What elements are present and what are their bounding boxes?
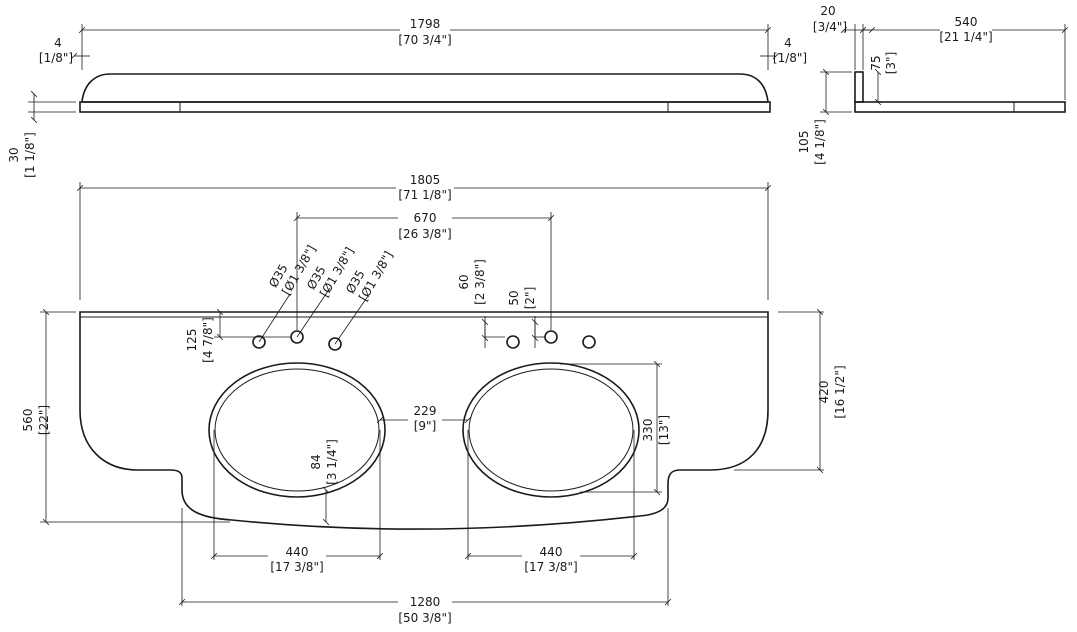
dim-hole-setback-mm: 125 <box>185 329 199 352</box>
dim-front-width-mm: 1280 <box>410 595 441 609</box>
dim-faucet-spacing-in: [26 3/8"] <box>398 227 451 241</box>
dim-left-end: 4 [1/8"] <box>39 36 90 65</box>
dim-total-width-mm: 1805 <box>410 173 441 187</box>
dim-depth-mm: 540 <box>955 15 978 29</box>
dim-hole-setback-in: [4 7/8"] <box>201 317 215 363</box>
faucet-hole <box>506 335 520 349</box>
dim-bowl-front-mm: 84 <box>309 454 323 469</box>
dim-hole-offset-b: 50 [2"] <box>507 287 539 342</box>
faucet-holes <box>252 330 596 351</box>
dim-total-width-in: [71 1/8"] <box>398 188 451 202</box>
dim-hole-diameters: Ø35 [Ø1 3/8"] Ø35 [Ø1 3/8"] Ø35 [Ø1 3/8"… <box>258 243 396 345</box>
dim-right-bowl-width-in: [17 3/8"] <box>524 560 577 574</box>
dim-bowl-height-mm: 330 <box>641 419 655 442</box>
dim-overall-length-in: [70 3/4"] <box>398 33 451 47</box>
dim-depth: 540 [21 1/4"] <box>859 15 1069 46</box>
dim-thickness: 30 [1 1/8"] <box>7 90 38 178</box>
dim-left-bowl-width-mm: 440 <box>286 545 309 559</box>
dim-faucet-spacing: 670 [26 3/8"] <box>293 210 555 242</box>
dim-total-width: 1805 [71 1/8"] <box>76 172 772 202</box>
dim-left-end-mm: 4 <box>54 36 62 50</box>
faucet-hole <box>544 330 558 344</box>
dim-thickness-mm: 30 <box>7 147 21 162</box>
dim-right-end: 4 [1/8"] <box>760 36 807 65</box>
dim-hole-offset-b-mm: 50 <box>507 290 521 305</box>
dim-thickness-in: [1 1/8"] <box>23 132 37 178</box>
dim-side-height-in: [4 1/8"] <box>813 119 827 165</box>
dim-bowl-gap-mm: 229 <box>414 404 437 418</box>
dim-bowl-front-in: [3 1/4"] <box>325 439 339 485</box>
dim-side-height: 105 [4 1/8"] <box>797 68 830 165</box>
dim-side-depth-mm: 420 <box>817 381 831 404</box>
dim-bowl-gap-in: [9"] <box>414 419 437 433</box>
dim-side-height-mm: 105 <box>797 131 811 154</box>
dim-left-bowl-width-in: [17 3/8"] <box>270 560 323 574</box>
dim-hole-offset-a-in: [2 3/8"] <box>473 259 487 305</box>
dim-splash-height-mm: 75 <box>869 55 883 70</box>
dim-overall-depth-mm: 560 <box>21 409 35 432</box>
plan-view-outline <box>79 311 769 530</box>
dim-bowl-height: 330 [13"] <box>641 360 671 496</box>
dim-right-bowl-width-mm: 440 <box>540 545 563 559</box>
dim-front-width-in: [50 3/8"] <box>398 611 451 625</box>
dim-side-depth: 420 [16 1/2"] <box>816 308 847 474</box>
dim-right-bowl-width: 440 [17 3/8"] <box>464 543 638 574</box>
dim-splash-thickness-mm: 20 <box>820 4 835 18</box>
dim-splash-height: 75 [3"] <box>869 52 898 106</box>
dim-hole-offset-b-in: [2"] <box>523 287 537 310</box>
dim-hole-offset-a: 60 [2 3/8"] <box>457 259 489 342</box>
dim-right-end-mm: 4 <box>784 36 792 50</box>
dim-splash-height-in: [3"] <box>884 52 898 75</box>
front-elevation <box>28 24 771 113</box>
faucet-hole <box>328 337 342 351</box>
plan-extension-lines <box>40 182 824 606</box>
dim-depth-in: [21 1/4"] <box>939 30 992 44</box>
faucet-hole <box>290 330 304 344</box>
left-basin <box>208 362 386 498</box>
dim-bowl-height-in: [13"] <box>657 415 671 445</box>
dim-overall-length: 1798 [70 3/4"] <box>78 17 772 50</box>
dim-bowl-front: 84 [3 1/4"] <box>309 439 339 526</box>
right-basin <box>462 362 640 498</box>
faucet-hole <box>582 335 596 349</box>
dim-front-width: 1280 [50 3/8"] <box>178 594 672 626</box>
dim-overall-depth: 560 [22"] <box>21 308 51 526</box>
dim-side-depth-in: [16 1/2"] <box>833 365 847 418</box>
faucet-hole <box>252 335 266 349</box>
dim-hole-setback: 125 [4 7/8"] <box>185 308 224 363</box>
dim-left-bowl-width: 440 [17 3/8"] <box>210 543 384 574</box>
dim-overall-length-mm: 1798 <box>410 17 441 31</box>
dim-hole-offset-a-mm: 60 <box>457 274 471 289</box>
dim-faucet-spacing-mm: 670 <box>414 211 437 225</box>
dim-left-end-in: [1/8"] <box>39 51 73 65</box>
dim-right-end-in: [1/8"] <box>773 51 807 65</box>
dim-splash-thickness-in: [3/4"] <box>813 20 847 34</box>
dim-bowl-gap: 229 [9"] <box>376 404 472 433</box>
dim-overall-depth-in: [22"] <box>37 405 51 435</box>
